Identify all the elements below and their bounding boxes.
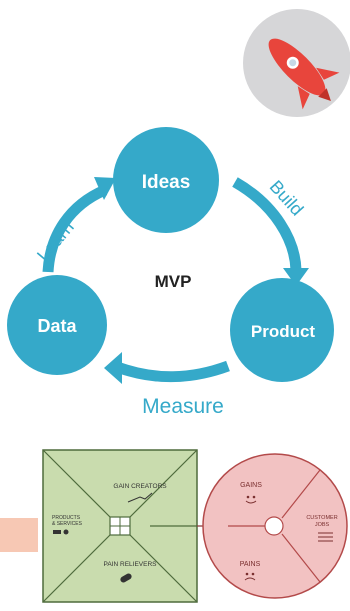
node-data [7,275,107,375]
center-label: MVP [155,272,192,291]
service-icon [63,529,69,535]
pill-icon [120,573,132,583]
node-data-label: Data [37,316,77,336]
rocket-icon [222,9,350,160]
node-product [230,278,334,382]
node-ideas [113,127,219,233]
cycle-arrowheads [94,177,309,384]
products-services-label-2: & SERVICES [52,521,83,527]
customer-jobs-label-2: JOBS [315,522,330,528]
gain-arrow-icon [127,492,153,503]
frown-icon [244,572,256,581]
gains-label: GAINS [240,482,262,489]
customer-jobs-label-1: CUSTOMER [306,515,337,521]
products-icon [53,530,61,534]
arrow-label-measure: Measure [142,395,224,418]
node-ideas-label: Ideas [142,172,191,193]
cycle-arrows [42,177,302,383]
customer-profile-circle [202,453,348,599]
peach-block [0,518,38,552]
checklist-icon [318,532,333,542]
gift-icon [109,516,131,536]
gain-creators-label: GAIN CREATORS [113,483,167,490]
pains-label: PAINS [240,561,261,568]
smile-icon [245,495,257,504]
arrow-label-learn: Learn [33,217,78,265]
node-product-label: Product [251,322,316,341]
products-services-label-1: PRODUCTS [52,515,81,521]
pain-relievers-label: PAIN RELIEVERS [104,561,158,568]
